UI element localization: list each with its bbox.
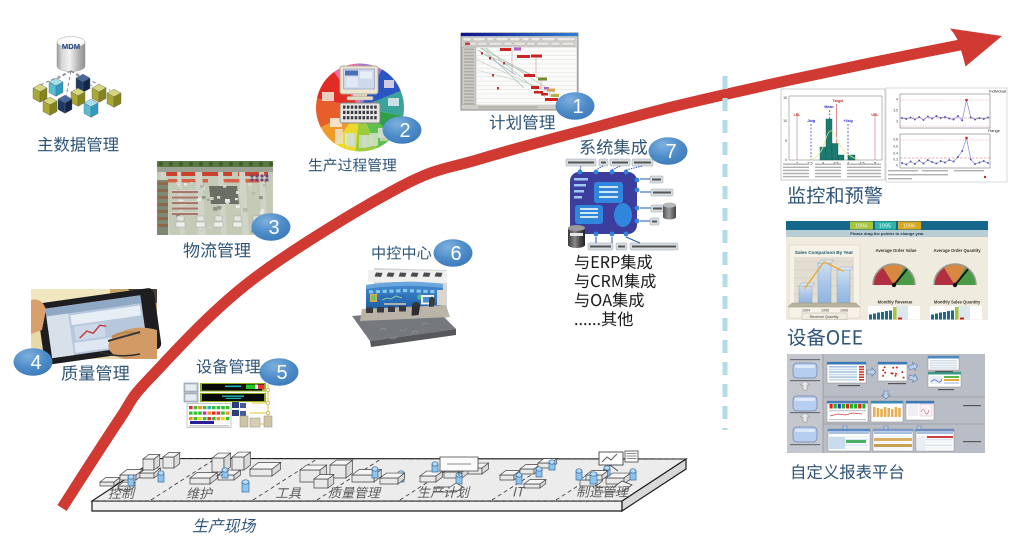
svg-text:5: 5: [785, 139, 787, 143]
svg-text:7: 7: [665, 141, 676, 163]
svg-text:1996: 1996: [840, 309, 848, 313]
svg-text:2.5: 2.5: [807, 162, 812, 166]
svg-text:2: 2: [399, 120, 410, 142]
svg-text:Individual: Individual: [989, 89, 1006, 94]
svg-text:1: 1: [572, 96, 583, 118]
svg-text:Monthly Revenue: Monthly Revenue: [878, 300, 913, 305]
svg-text:5: 5: [276, 362, 287, 384]
svg-text:1995: 1995: [879, 224, 891, 230]
svg-text:-3sig: -3sig: [807, 119, 815, 123]
svg-text:USL: USL: [871, 113, 879, 117]
svg-text:1994: 1994: [855, 224, 867, 230]
svg-text:1994: 1994: [802, 309, 810, 313]
svg-text:3: 3: [896, 120, 898, 124]
svg-text:0: 0: [785, 158, 787, 162]
svg-text:0.8: 0.8: [893, 138, 898, 142]
svg-text:Monthly Sales Quantity: Monthly Sales Quantity: [934, 300, 981, 305]
svg-text:0.6: 0.6: [893, 145, 898, 149]
svg-text:Range: Range: [988, 128, 1001, 133]
svg-text:3.5: 3.5: [893, 109, 898, 113]
svg-text:Average Order Value: Average Order Value: [875, 248, 917, 253]
svg-text:Average Order Quantity: Average Order Quantity: [933, 248, 981, 253]
svg-text:+3sig: +3sig: [843, 119, 852, 123]
svg-text:Please drag the pointer to cha: Please drag the pointer to change year: [850, 231, 924, 236]
svg-text:0.4: 0.4: [893, 152, 898, 156]
svg-text:0.2: 0.2: [893, 158, 898, 162]
svg-text:Revenue Quantity: Revenue Quantity: [810, 315, 839, 319]
svg-text:Mean: Mean: [824, 105, 833, 109]
svg-text:Sales Comparison By Year: Sales Comparison By Year: [795, 250, 853, 255]
svg-text:1996: 1996: [903, 224, 915, 230]
svg-text:0: 0: [896, 164, 898, 168]
svg-text:MDM: MDM: [62, 42, 80, 51]
svg-text:10: 10: [783, 119, 787, 123]
svg-text:1995: 1995: [821, 309, 829, 313]
svg-text:4: 4: [896, 98, 898, 102]
svg-text:6: 6: [450, 243, 461, 265]
svg-text:4: 4: [30, 352, 41, 374]
svg-text:Target: Target: [833, 99, 845, 103]
svg-text:3: 3: [268, 217, 279, 239]
svg-text:15: 15: [783, 96, 787, 100]
svg-text:LSL: LSL: [794, 113, 802, 117]
